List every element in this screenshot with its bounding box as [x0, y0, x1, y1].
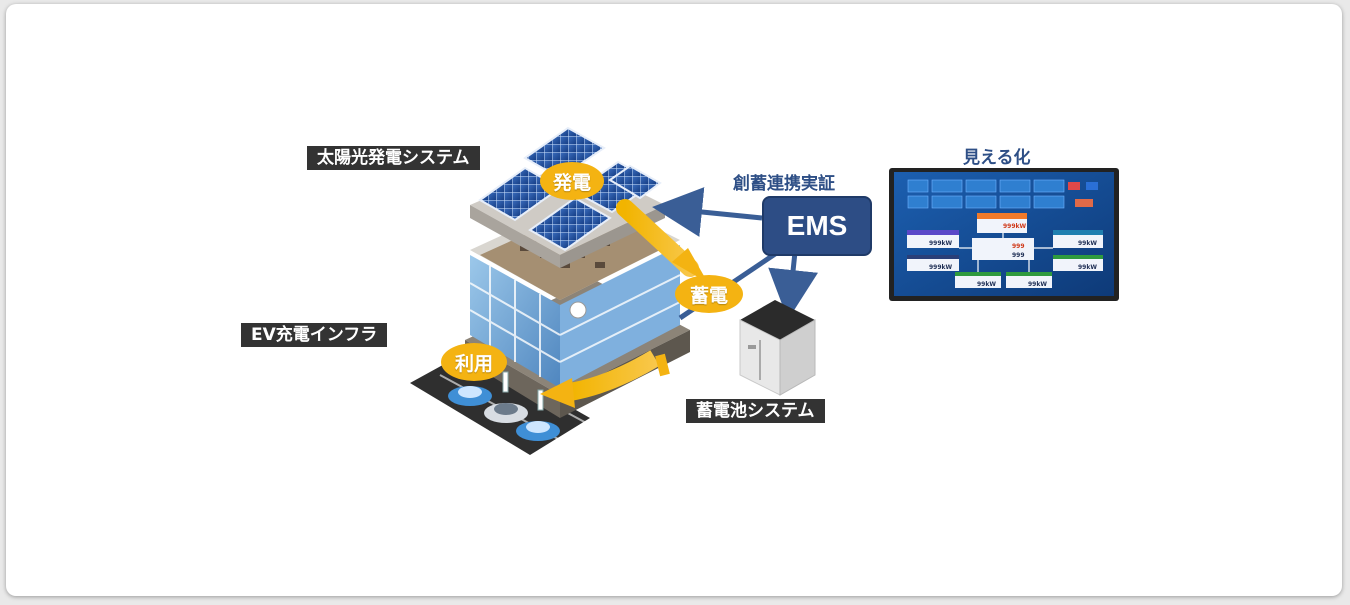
dash-battery: 99kW [1078, 240, 1097, 247]
dash-building-use: 999kW [929, 264, 953, 271]
dash-ev3: 99kW [1028, 281, 1047, 288]
usage-bubble: 利用 [441, 343, 507, 381]
dash-solar-value: 999kW [1003, 223, 1027, 230]
battery-system-label: 蓄電池システム [686, 399, 825, 423]
ev-cars [448, 371, 560, 441]
solar-system-label: 太陽光発電システム [307, 146, 480, 170]
storage-bubble: 蓄電 [675, 275, 743, 313]
ems-title: 創蓄連携実証 [733, 174, 835, 194]
generation-bubble: 発電 [540, 162, 604, 200]
dash-grid-in: 999kW [929, 240, 953, 247]
dash-center-a: 999 [1012, 243, 1025, 250]
battery-cabinet [739, 300, 816, 396]
dash-ev1: 99kW [1078, 264, 1097, 271]
ev-infra-label: EV充電インフラ [241, 323, 388, 347]
dash-center-b: 999 [1012, 252, 1025, 259]
flow-arrows [540, 199, 708, 408]
ems-box: EMS [762, 196, 872, 256]
dashboard-monitor: 999kW 999kW 999kW 999 999 99kW 99kW 99kW… [889, 168, 1119, 301]
dash-ev2: 99kW [977, 281, 996, 288]
visualization-title: 見える化 [963, 148, 1031, 168]
